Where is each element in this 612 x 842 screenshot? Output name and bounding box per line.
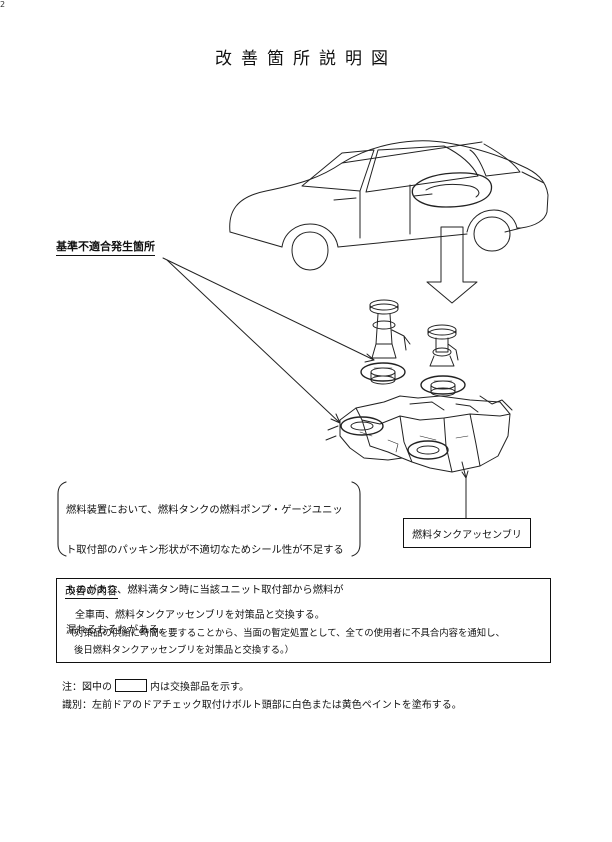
note-prefix: 注：図中の — [62, 682, 112, 693]
identification-line: 識別：左前ドアのドアチェック取付けボルト頭部に白色または黄色ペイントを塗布する。 — [62, 700, 462, 711]
improvement-line: 全車両、燃料タンクアッセンブリを対策品と交換する。 — [75, 610, 325, 621]
description-line: 燃料装置において、燃料タンクの燃料ポンプ・ゲージユニッ — [66, 504, 343, 516]
improvement-line: （対策品の供給に時間を要することから、当面の暫定処置として、全ての使用者に不具合… — [65, 628, 505, 639]
fuel-pump-unit-right — [420, 324, 466, 397]
note-line: 注：図中の 内は交換部品を示す。 — [62, 678, 249, 693]
improvement-box: 改善の内容 全車両、燃料タンクアッセンブリを対策品と交換する。 （対策品の供給に… — [56, 578, 551, 663]
car-drawing — [229, 140, 549, 271]
page-number: 2 — [0, 0, 6, 9]
down-arrow-icon — [426, 226, 478, 304]
fuel-pump-unit-left — [360, 299, 411, 385]
description-brackets — [57, 481, 361, 557]
replacement-part-box-symbol — [115, 679, 147, 692]
note-suffix: 内は交換部品を示す。 — [150, 682, 249, 693]
description-line: 漏れるおそれがある。 — [66, 624, 169, 636]
improvement-line: 後日燃料タンクアッセンブリを対策品と交換する。） — [74, 645, 295, 656]
description-line: ものがあり、燃料満タン時に当該ユニット取付部から燃料が — [66, 584, 344, 596]
description-line: ト取付部のパッキン形状が不適切なためシール性が不足する — [66, 544, 344, 556]
improvement-title: 改善の内容 — [65, 585, 118, 599]
page-title: 改善箇所説明図 — [215, 49, 397, 69]
defect-description: 燃料装置において、燃料タンクの燃料ポンプ・ゲージユニッ ト取付部のパッキン形状が… — [66, 480, 364, 660]
fuel-tank-assembly-label: 燃料タンクアッセンブリ — [403, 518, 531, 548]
fuel-tank-assembly — [325, 395, 513, 479]
defect-location-label: 基準不適合発生箇所 — [56, 238, 155, 256]
pointer-lines — [162, 257, 375, 424]
